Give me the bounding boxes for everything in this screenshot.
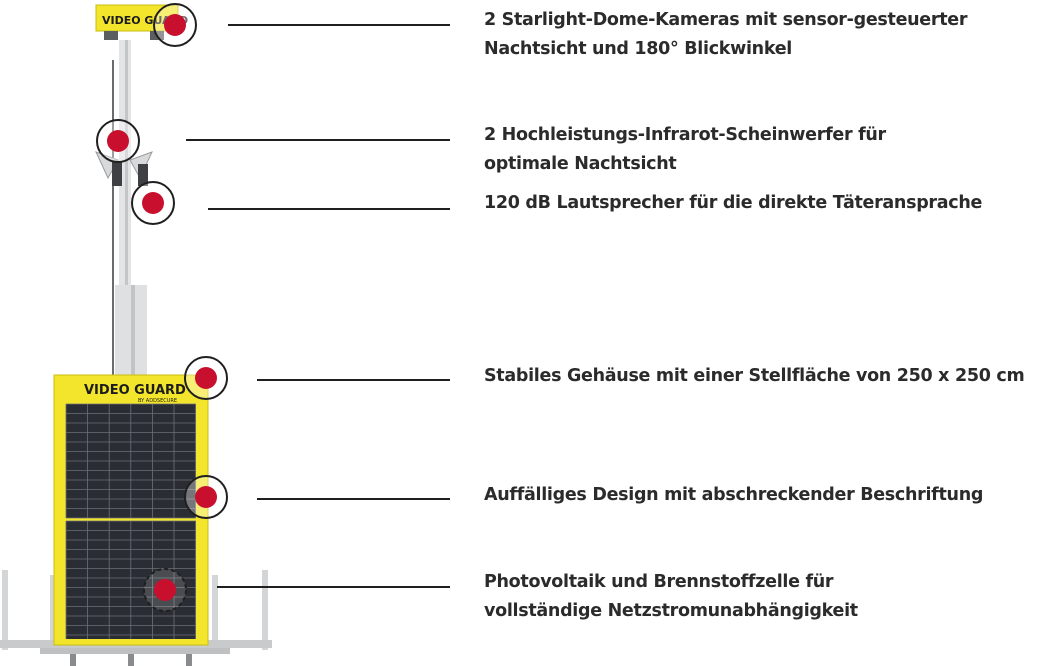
ir-speaker-assembly — [95, 151, 153, 186]
feature-cameras: 2 Starlight-Dome-Kameras mit sensor-gest… — [484, 6, 967, 64]
feature-design-line-1: Auffälliges Design mit abschreckender Be… — [484, 485, 984, 505]
telescopic-mast — [112, 40, 147, 400]
feature-power: Photovoltaik und Brennstoffzelle für vol… — [484, 568, 858, 626]
hotspot-speaker[interactable] — [131, 181, 175, 225]
housing-logo-text: VIDEO GUARD — [84, 383, 186, 398]
hotspot-power[interactable] — [143, 568, 187, 612]
feature-infrared-line-1: 2 Hochleistungs-Infrarot-Scheinwerfer fü… — [484, 125, 886, 145]
hotspot-design[interactable] — [184, 475, 228, 519]
housing-logo-byline: BY ADDSECURE — [138, 398, 177, 404]
leader-lines — [186, 24, 450, 588]
feature-cameras-line-1: 2 Starlight-Dome-Kameras mit sensor-gest… — [484, 10, 968, 30]
feature-cameras-line-2: Nachtsicht und 180° Blickwinkel — [484, 39, 792, 59]
feature-infrared: 2 Hochleistungs-Infrarot-Scheinwerfer fü… — [484, 121, 886, 179]
feature-infrared-line-2: optimale Nachtsicht — [484, 154, 677, 174]
feature-design: Auffälliges Design mit abschreckender Be… — [484, 481, 983, 510]
feature-power-line-1: Photovoltaik und Brennstoffzelle für — [484, 572, 834, 592]
feature-housing: Stabiles Gehäuse mit einer Stellfläche v… — [484, 362, 1025, 391]
feature-power-line-2: vollständige Netzstromunabhängigkeit — [484, 601, 858, 621]
hotspot-infrared[interactable] — [96, 119, 140, 163]
feature-housing-line-1: Stabiles Gehäuse mit einer Stellfläche v… — [484, 366, 1025, 386]
feature-speaker-line-1: 120 dB Lautsprecher für die direkte Täte… — [484, 193, 983, 213]
feature-speaker: 120 dB Lautsprecher für die direkte Täte… — [484, 189, 982, 218]
hotspot-cameras[interactable] — [153, 3, 197, 47]
hotspot-housing[interactable] — [184, 356, 228, 400]
housing: VIDEO GUARD BY ADDSECURE — [53, 374, 209, 646]
